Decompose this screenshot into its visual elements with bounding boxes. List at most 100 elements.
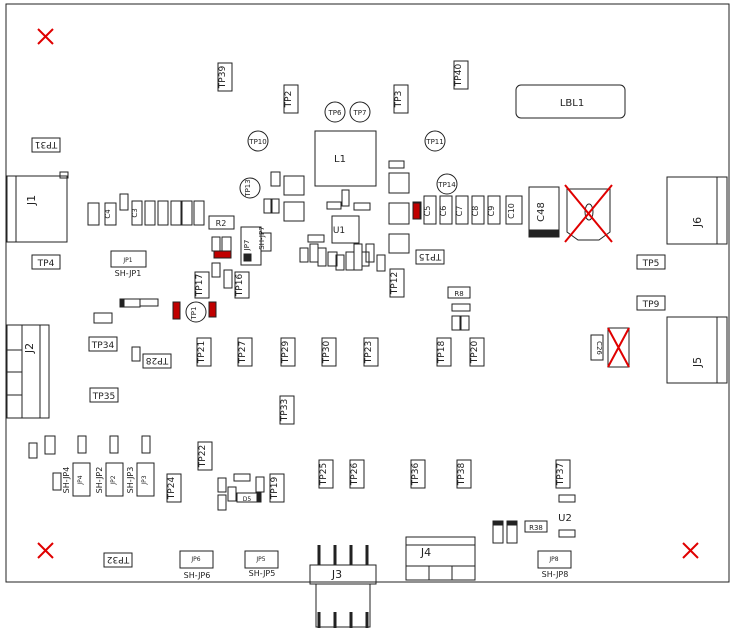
pad-markers [119, 202, 518, 526]
tp11-label: TP11 [425, 138, 443, 146]
tp39-label: TP39 [218, 66, 228, 90]
tp10-label: TP10 [248, 138, 266, 146]
tp28-label: TP28 [146, 355, 170, 365]
tp3-label: TP3 [394, 91, 404, 109]
sh-jp3-label: SH-JP3 [126, 467, 135, 494]
sh-jp8-label: SH-JP8 [542, 570, 569, 579]
c26-label: C26 [595, 341, 603, 355]
jp5-label: JP5 [255, 556, 265, 563]
tp16-label: TP16 [235, 274, 245, 298]
tp2-label: TP2 [284, 91, 294, 109]
tp24-label: TP24 [167, 477, 177, 501]
dnp-capacitor [564, 184, 613, 243]
c7-label: C7 [455, 206, 464, 217]
sh-jp7-label: SH-JP7 [258, 226, 266, 249]
tp27-label: TP27 [238, 341, 248, 364]
c10-label: C10 [507, 203, 516, 219]
connector-j1: J1 [6, 171, 69, 243]
resistor-r38: R38 [524, 520, 548, 533]
u1-label: U1 [333, 226, 345, 236]
c9-label: C9 [487, 206, 496, 217]
r8-label: R8 [454, 290, 463, 298]
tp35-label: TP35 [92, 392, 115, 402]
jumper-jp7: JP7 SH-JP7 [240, 226, 266, 266]
jumper-jp6: JP6 SH-JP6 [179, 550, 214, 580]
tp20-label: TP20 [470, 341, 480, 365]
jumper-jp1: JP1 SH-JP1 [110, 250, 147, 278]
lbl1-label: LBL1 [560, 98, 584, 109]
tp5-label: TP5 [642, 259, 660, 269]
capacitor-c48: C48 [528, 186, 560, 238]
testpoints [31, 60, 666, 568]
resistor-r8: R8 [447, 286, 471, 299]
jp6-label: JP6 [190, 556, 200, 563]
sh-jp6-label: SH-JP6 [184, 571, 211, 580]
c48-label: C48 [536, 202, 547, 222]
tp14-label: TP14 [437, 181, 456, 189]
tp17-label: TP17 [195, 274, 205, 297]
tp7-label: TP7 [353, 109, 367, 117]
label-lbl1: LBL1 [515, 84, 626, 119]
board-outline [5, 3, 730, 583]
tp1-label: TP1 [190, 307, 198, 321]
tp40-label: TP40 [454, 64, 464, 88]
tp26-label: TP26 [350, 463, 360, 487]
connector-j4: J4 [405, 536, 476, 581]
jumper-jp8: JP8 SH-JP8 [537, 550, 572, 579]
jumper-jp5: JP5 SH-JP5 [244, 550, 279, 578]
jumper-jp2: JP2 SH-JP2 [95, 462, 124, 497]
j5-label: J5 [691, 357, 704, 368]
r2-label: R2 [216, 219, 227, 228]
tp4-label: TP4 [37, 259, 55, 269]
capacitor-row: C5 C6 C7 C8 C9 C10 [423, 195, 523, 225]
u2-label: U2 [558, 513, 572, 524]
j2-label: J2 [23, 343, 36, 354]
j6-label: J6 [691, 217, 704, 228]
u2-pad-top [558, 494, 576, 503]
tp9-label: TP9 [642, 300, 660, 310]
sh-jp4-label: SH-JP4 [62, 467, 71, 494]
sh-jp2-label: SH-JP2 [95, 467, 104, 494]
tp29-label: TP29 [281, 341, 291, 365]
c6-label: C6 [439, 206, 448, 217]
tp30-label: TP30 [322, 341, 332, 365]
c5-label: C5 [423, 206, 432, 217]
jumper-jp4: JP4 SH-JP4 [62, 462, 91, 497]
tp34-label: TP34 [91, 341, 115, 351]
tp31-label: TP31 [35, 139, 58, 149]
d5-label: D5 [243, 496, 252, 503]
left-passives: C4 C3 [87, 193, 205, 226]
sh-jp1-label: SH-JP1 [115, 269, 142, 278]
j3-label: J3 [331, 568, 342, 581]
tp33-label: TP33 [280, 399, 290, 422]
inductor-l1: L1 [314, 130, 377, 187]
chip-u1: U1 [331, 215, 360, 244]
jp3-label: JP3 [141, 475, 148, 485]
tp22-label: TP22 [198, 445, 208, 468]
tp25-label: TP25 [319, 463, 329, 486]
resistor-r2: R2 [208, 215, 235, 230]
u2-pad-bottom [558, 529, 576, 538]
jp1-label: JP1 [122, 257, 132, 264]
jp8-label: JP8 [548, 556, 558, 563]
tp21-label: TP21 [197, 341, 207, 364]
j4-label: J4 [420, 546, 431, 559]
tp13-label: TP13 [244, 179, 252, 197]
l1-label: L1 [334, 154, 346, 165]
dnp-c26: C26 [590, 327, 630, 368]
connector-j2: J2 [6, 324, 50, 419]
fiducial-marks [37, 28, 699, 559]
small-smd-parts [28, 160, 518, 544]
tp15-label: TP15 [419, 251, 442, 261]
jp7-label: JP7 [243, 240, 251, 252]
testpoint-labels: TP39 TP2 TP3 TP40 TP17 TP16 TP12 TP21 TP… [35, 64, 660, 564]
connector-j6: J6 [666, 176, 728, 245]
tp12-label: TP12 [390, 272, 400, 295]
c4-label: C4 [104, 209, 112, 219]
tp18-label: TP18 [437, 341, 447, 365]
connector-j5: J5 [666, 316, 728, 384]
tp38-label: TP38 [457, 463, 467, 487]
tp19-label: TP19 [270, 477, 280, 501]
diode-d5: D5 [236, 492, 262, 503]
